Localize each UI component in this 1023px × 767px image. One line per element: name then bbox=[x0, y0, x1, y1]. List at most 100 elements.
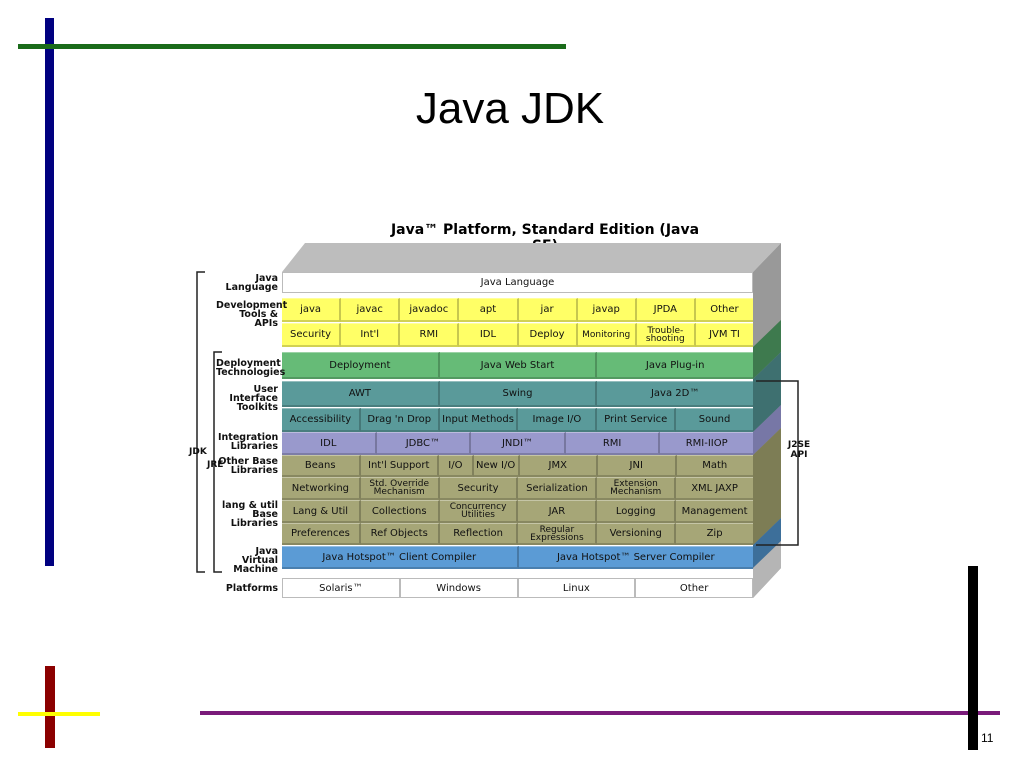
cell-server-compiler: Java Hotspot™ Server Compiler bbox=[518, 546, 753, 569]
j2se-api-bracket bbox=[756, 380, 799, 546]
cell-xml-jaxp: XML JAXP bbox=[676, 477, 753, 500]
cell-ref-objects: Ref Objects bbox=[360, 523, 440, 545]
side-platforms bbox=[753, 541, 781, 598]
cell-idl: IDL bbox=[282, 432, 377, 455]
layer-jvm: Java Hotspot™ Client Compiler Java Hotsp… bbox=[282, 546, 753, 569]
page-number: 11 bbox=[981, 731, 994, 745]
layer-platforms: Solaris™ Windows Linux Other bbox=[282, 578, 753, 598]
cell-java-web-start: Java Web Start bbox=[439, 352, 598, 379]
side-deployment bbox=[753, 320, 781, 379]
cell-java-plug-in: Java Plug-in bbox=[597, 352, 754, 379]
cell-security: Security bbox=[439, 477, 519, 500]
cell-other-platform: Other bbox=[635, 578, 753, 598]
jre-bracket bbox=[213, 351, 222, 573]
cell-rmi: RMI bbox=[565, 432, 661, 455]
green-horizontal-bar bbox=[18, 44, 566, 49]
label-jdk: JDK bbox=[189, 447, 207, 457]
cell-concurrency-utilities: Concurrency Utilities bbox=[439, 500, 519, 523]
cell-client-compiler: Java Hotspot™ Client Compiler bbox=[282, 546, 519, 569]
cell-networking: Networking bbox=[282, 477, 361, 500]
layer-ui-row2: Accessibility Drag 'n Drop Input Methods… bbox=[282, 408, 753, 432]
side-base bbox=[753, 428, 781, 545]
side-jvm bbox=[753, 518, 781, 568]
layer-other-base-row2: Networking Std. Override Mechanism Secur… bbox=[282, 477, 753, 500]
black-vertical-bar bbox=[968, 566, 978, 750]
cell-logging: Logging bbox=[597, 500, 677, 523]
blue-vertical-bar bbox=[45, 18, 54, 566]
cell-other-tools: Other bbox=[695, 298, 753, 322]
cell-regular-expressions: Regular Expressions bbox=[518, 523, 598, 545]
cell-javap: javap bbox=[577, 298, 637, 322]
label-java-language: Java Language bbox=[225, 273, 278, 293]
label-lang-util: lang & util Base Libraries bbox=[222, 500, 278, 529]
cell-serialization: Serialization bbox=[518, 477, 598, 500]
cell-troubleshooting: Trouble-shooting bbox=[636, 323, 696, 347]
cell-jmx: JMX bbox=[519, 455, 598, 477]
cell-reflection: Reflection bbox=[439, 523, 519, 545]
cell-deployment: Deployment bbox=[282, 352, 440, 379]
label-jvm: Java Virtual Machine bbox=[233, 546, 278, 575]
side-ui bbox=[753, 352, 781, 432]
layer-dev-tools-row2: Security Int'l RMI IDL Deploy Monitoring… bbox=[282, 323, 753, 347]
cell-awt: AWT bbox=[282, 381, 440, 407]
cell-intl: Int'l bbox=[341, 323, 401, 347]
layer-deployment: Deployment Java Web Start Java Plug-in bbox=[282, 352, 754, 379]
cell-linux: Linux bbox=[517, 578, 636, 598]
cell-rmi-iiop: RMI-IIOP bbox=[660, 432, 753, 455]
cell-jni: JNI bbox=[598, 455, 677, 477]
cell-jndi: JNDI™ bbox=[471, 432, 566, 455]
top-face bbox=[282, 243, 781, 272]
cell-windows: Windows bbox=[399, 578, 518, 598]
layer-lang-util-row2: Preferences Ref Objects Reflection Regul… bbox=[282, 523, 753, 545]
cell-java-language: Java Language bbox=[282, 272, 753, 293]
purple-horizontal-bar bbox=[200, 711, 1000, 715]
cell-solaris: Solaris™ bbox=[282, 578, 400, 598]
cell-javac: javac bbox=[341, 298, 401, 322]
cell-lang-util: Lang & Util bbox=[282, 500, 361, 523]
cell-javadoc: javadoc bbox=[400, 298, 460, 322]
cell-extension-mechanism: Extension Mechanism bbox=[597, 477, 677, 500]
cell-security-tools: Security bbox=[282, 323, 342, 347]
label-other-base: Other Base Libraries bbox=[218, 456, 278, 476]
label-j2se-api: J2SE API bbox=[787, 440, 811, 460]
cell-drag-n-drop: Drag 'n Drop bbox=[360, 408, 440, 432]
cell-math: Math bbox=[676, 455, 753, 477]
layer-dev-tools-row1: java javac javadoc apt jar javap JPDA Ot… bbox=[282, 298, 753, 322]
cell-sound: Sound bbox=[676, 408, 753, 432]
yellow-horizontal-bar bbox=[18, 712, 100, 716]
cell-collections: Collections bbox=[360, 500, 440, 523]
cell-swing: Swing bbox=[439, 381, 598, 407]
cell-jvm-ti: JVM TI bbox=[695, 323, 753, 347]
layer-other-base-row1: Beans Int'l Support I/O New I/O JMX JNI … bbox=[282, 455, 753, 477]
cell-versioning: Versioning bbox=[597, 523, 677, 545]
side-integration bbox=[753, 405, 781, 455]
cell-print-service: Print Service bbox=[597, 408, 677, 432]
label-platforms: Platforms bbox=[225, 583, 278, 594]
label-deployment-tech: Deployment Technologies bbox=[216, 358, 286, 378]
cell-beans: Beans bbox=[282, 455, 361, 477]
cell-apt: apt bbox=[459, 298, 519, 322]
cell-std-override: Std. Override Mechanism bbox=[360, 477, 440, 500]
slide-title: Java JDK bbox=[415, 84, 605, 133]
label-ui-toolkits: User Interface Toolkits bbox=[229, 384, 278, 413]
cell-intl-support: Int'l Support bbox=[360, 455, 439, 477]
cell-jdbc: JDBC™ bbox=[376, 432, 472, 455]
cell-jar-lib: JAR bbox=[518, 500, 598, 523]
label-integration: Integration Libraries bbox=[218, 432, 279, 452]
layer-java-language: Java Language bbox=[282, 272, 753, 293]
cell-image-io: Image I/O bbox=[518, 408, 598, 432]
cell-java: java bbox=[282, 298, 342, 322]
cell-idl-tools: IDL bbox=[459, 323, 519, 347]
cell-input-methods: Input Methods bbox=[439, 408, 519, 432]
label-jre: JRE bbox=[207, 460, 224, 470]
cell-rmi-tools: RMI bbox=[400, 323, 460, 347]
layer-ui-row1: AWT Swing Java 2D™ bbox=[282, 381, 754, 407]
cell-preferences: Preferences bbox=[282, 523, 361, 545]
cell-accessibility: Accessibility bbox=[282, 408, 361, 432]
cell-jar: jar bbox=[518, 298, 578, 322]
red-vertical-bar bbox=[45, 666, 55, 748]
cell-deploy: Deploy bbox=[518, 323, 578, 347]
label-dev-tools: Development Tools & APIs bbox=[216, 300, 288, 329]
cell-monitoring: Monitoring bbox=[577, 323, 637, 347]
